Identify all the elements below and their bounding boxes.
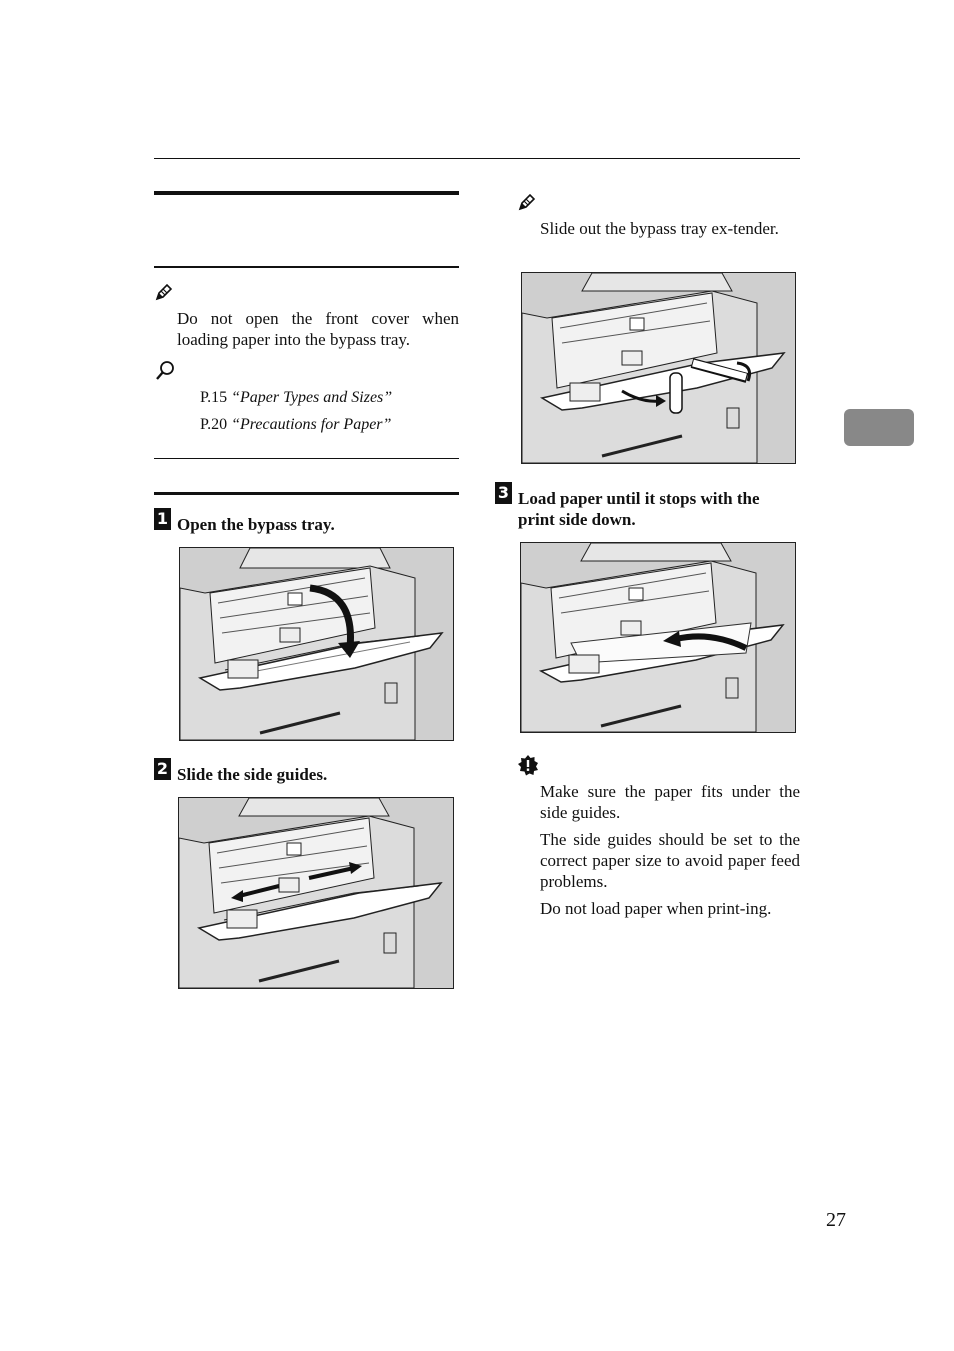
step-1-number: 1 (154, 508, 171, 530)
magnifier-icon (154, 360, 176, 382)
figure-open-bypass-tray (179, 547, 454, 741)
page-number: 27 (826, 1209, 846, 1231)
note-text: Do not open the front cover when loading… (177, 309, 459, 349)
important-icon (517, 754, 539, 776)
step-3-number: 3 (495, 482, 512, 504)
step-2-text: Slide the side guides. (177, 765, 328, 784)
important-item-2: The side guides should be set to the cor… (540, 830, 800, 891)
reference-2-page: P.20 (200, 416, 228, 433)
section-heading-rule-thick (154, 191, 459, 195)
reference-1[interactable]: P.15 “Paper Types and Sizes” (200, 387, 460, 408)
figure-load-paper (520, 542, 796, 733)
reference-2-title: “Precautions for Paper” (231, 416, 392, 433)
reference-2[interactable]: P.20 “Precautions for Paper” (200, 414, 460, 435)
extender-note-text: Slide out the bypass tray ex-tender. (540, 219, 779, 238)
reference-1-page: P.15 (200, 389, 228, 406)
important-item-3: Do not load paper when print-ing. (540, 899, 772, 918)
reference-1-title: “Paper Types and Sizes” (231, 389, 393, 406)
reference-block-rule (154, 458, 459, 459)
step-2-number: 2 (154, 758, 171, 780)
step-3-text: Load paper until it stops with the print… (518, 489, 760, 529)
procedure-heading-rule (154, 492, 459, 495)
section-heading-rule-bottom (154, 266, 459, 268)
pencil-icon (154, 282, 174, 302)
figure-bypass-tray-extender (521, 272, 796, 464)
chapter-tab (844, 409, 914, 446)
header-rule (154, 158, 800, 159)
pencil-icon (517, 192, 537, 212)
step-1-text: Open the bypass tray. (177, 515, 335, 534)
important-item-1: Make sure the paper fits under the side … (540, 782, 800, 822)
figure-slide-side-guides (178, 797, 454, 989)
